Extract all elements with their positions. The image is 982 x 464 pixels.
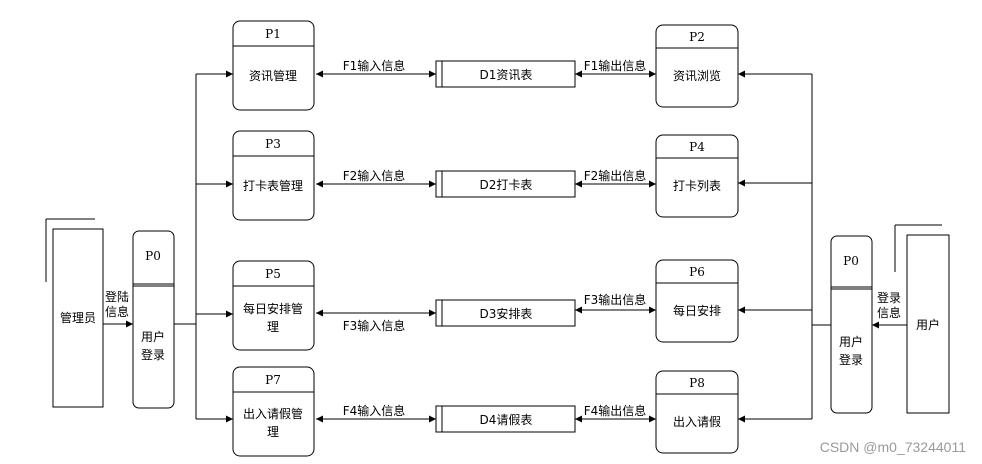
process-p0-user-line2: 登录 <box>839 352 863 367</box>
process-p6-id: P6 <box>689 265 705 279</box>
store-d1: D1资讯表 <box>435 60 576 88</box>
store-d1-label: D1资讯表 <box>480 68 533 82</box>
entity-admin-label: 管理员 <box>60 310 96 325</box>
process-p0-admin-line2: 登录 <box>141 347 165 362</box>
store-d4-label: D4请假表 <box>480 413 533 427</box>
process-p7-line2: 理 <box>267 425 279 439</box>
process-p0-admin: P0 用户 登录 <box>132 230 175 409</box>
process-p7-line1: 出入请假管 <box>243 406 303 421</box>
flow-f3-in-label: F3输入信息 <box>343 318 406 333</box>
process-p4: P4 打卡列表 <box>655 134 739 218</box>
process-p4-id: P4 <box>689 140 705 154</box>
store-d4: D4请假表 <box>435 405 576 433</box>
store-d3-label: D3安排表 <box>480 306 533 321</box>
flow-f4-out-label: F4输出信息 <box>584 403 647 418</box>
process-p1: P1 资讯管理 <box>232 20 315 111</box>
left-trunk <box>174 70 233 423</box>
process-p5: P5 每日安排管 理 <box>232 260 315 351</box>
process-p3-id: P3 <box>265 137 281 151</box>
process-p8: P8 出入请假 <box>655 370 739 454</box>
flow-user-login-line1: 登录 <box>877 290 901 305</box>
process-p5-line1: 每日安排管 <box>243 301 303 316</box>
process-p1-line1: 资讯管理 <box>249 68 297 83</box>
watermark: CSDN @m0_73244011 <box>820 439 966 455</box>
entity-user: 用户 <box>894 224 950 414</box>
process-p8-line1: 出入请假 <box>673 415 721 429</box>
flow-admin-login-line2: 信息 <box>105 304 129 319</box>
flow-f3-out-label: F3输出信息 <box>584 292 647 307</box>
process-p7: P7 出入请假管 理 <box>232 366 315 457</box>
flow-admin-login-line1: 登陆 <box>105 289 129 304</box>
flow-user-login: 登录 信息 <box>872 290 907 329</box>
process-p5-line2: 理 <box>267 320 279 334</box>
flows <box>316 70 656 423</box>
process-p2-line1: 资讯浏览 <box>673 68 721 83</box>
right-trunk <box>738 70 831 423</box>
process-p5-id: P5 <box>265 267 281 281</box>
process-p8-id: P8 <box>689 376 705 390</box>
store-d2-label: D2打卡表 <box>480 178 533 192</box>
process-p3: P3 打卡表管理 <box>232 130 315 221</box>
process-p7-id: P7 <box>265 373 281 387</box>
process-p0-user-line1: 用户 <box>839 334 863 349</box>
flow-admin-login: 登陆 信息 <box>103 289 133 328</box>
store-d3: D3安排表 <box>435 299 576 327</box>
process-p4-line1: 打卡列表 <box>673 179 721 193</box>
process-p0-user-id: P0 <box>843 254 859 268</box>
process-p2: P2 资讯浏览 <box>655 24 739 108</box>
entity-user-label: 用户 <box>916 317 940 332</box>
process-p1-id: P1 <box>265 27 281 41</box>
process-p0-user: P0 用户 登录 <box>830 235 873 414</box>
process-p6: P6 每日安排 <box>655 259 739 343</box>
process-p6-line1: 每日安排 <box>673 303 721 318</box>
process-p2-id: P2 <box>689 30 705 44</box>
process-p0-admin-line1: 用户 <box>141 329 165 344</box>
flow-f2-out-label: F2输出信息 <box>584 168 647 183</box>
flow-user-login-line2: 信息 <box>877 305 901 320</box>
entity-admin: 管理员 <box>45 218 104 408</box>
process-p3-line1: 打卡表管理 <box>243 178 303 193</box>
process-p0-admin-id: P0 <box>145 249 161 263</box>
flow-f1-in-label: F1输入信息 <box>343 58 406 73</box>
store-d2: D2打卡表 <box>435 170 576 198</box>
flow-f4-in-label: F4输入信息 <box>343 403 406 418</box>
flow-f1-out-label: F1输出信息 <box>584 58 647 73</box>
flow-f2-in-label: F2输入信息 <box>343 168 406 183</box>
